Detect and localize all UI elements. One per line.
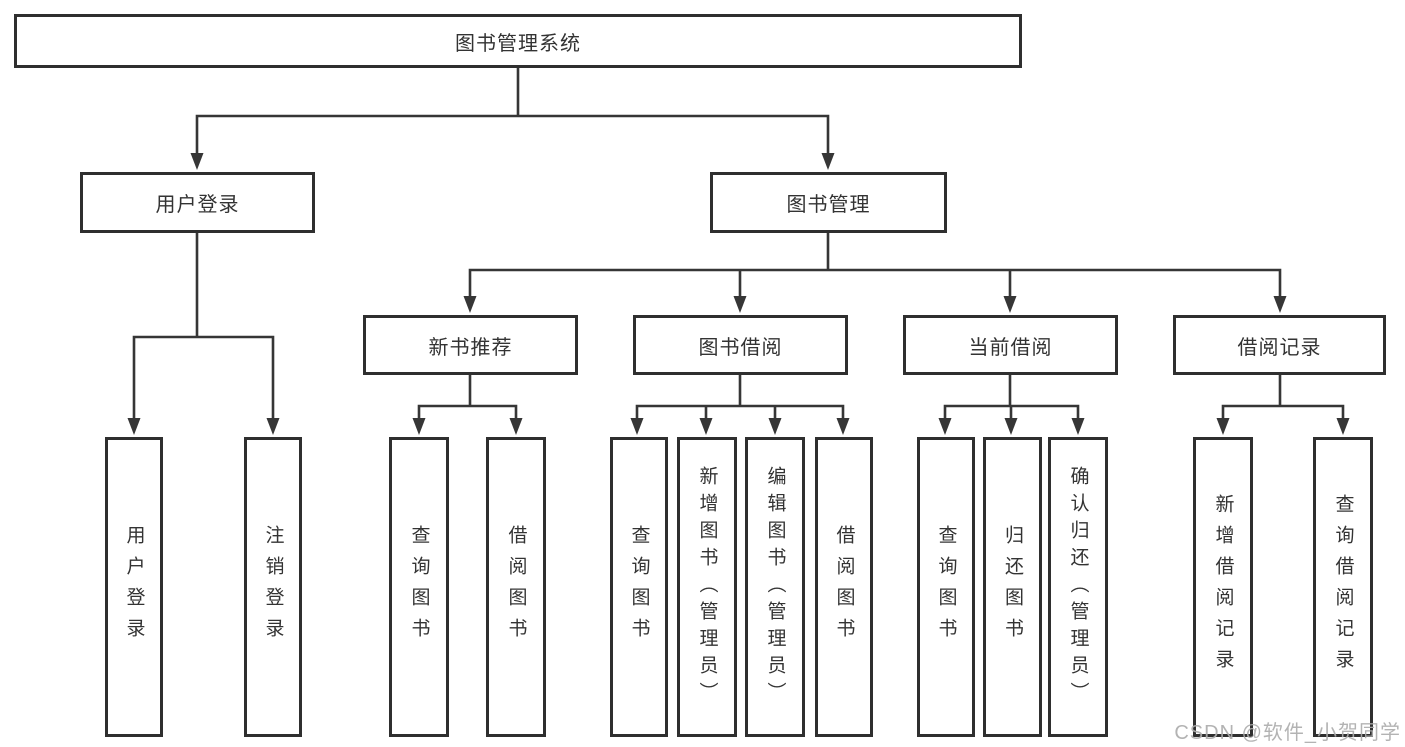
leaf-current-query-books: 查询图书 [917,437,975,737]
leaf-borrow-books-label: 借阅图书 [833,525,855,649]
leaf-logout-label: 注销登录 [262,525,284,649]
node-book-management: 图书管理 [710,172,947,233]
node-user-login-label: 用户登录 [155,194,240,216]
leaf-recommend-borrow-books-label: 借阅图书 [505,525,527,649]
node-book-management-label: 图书管理 [786,194,871,216]
node-book-borrow-label: 图书借阅 [698,336,783,359]
leaf-add-borrow-record: 新增借阅记录 [1193,437,1253,737]
leaf-add-books-admin: 新增图书（管理员） [677,437,737,737]
leaf-confirm-return-admin: 确认归还（管理员） [1048,437,1108,737]
node-new-book-recommend: 新书推荐 [363,315,578,375]
leaf-edit-books-admin: 编辑图书（管理员） [745,437,805,737]
leaf-return-books: 归还图书 [983,437,1042,737]
node-borrow-records-label: 借阅记录 [1237,336,1322,359]
leaf-borrow-query-books-label: 查询图书 [628,525,650,649]
leaf-recommend-query-books: 查询图书 [389,437,449,737]
leaf-current-query-books-label: 查询图书 [935,525,957,649]
node-borrow-records: 借阅记录 [1173,315,1386,375]
leaf-borrow-books: 借阅图书 [815,437,873,737]
csdn-watermark: CSDN @软件_小贺同学 [1174,722,1401,744]
leaf-add-borrow-record-label: 新增借阅记录 [1212,494,1234,680]
node-book-borrow: 图书借阅 [633,315,848,375]
leaf-recommend-query-books-label: 查询图书 [408,525,430,649]
node-root-label: 图书管理系统 [455,32,581,55]
leaf-query-borrow-record: 查询借阅记录 [1313,437,1373,737]
leaf-user-login: 用户登录 [105,437,163,737]
leaf-confirm-return-admin-label: 确认归还（管理员） [1067,465,1089,709]
node-root: 图书管理系统 [14,14,1022,68]
leaf-borrow-query-books: 查询图书 [610,437,668,737]
node-current-borrow-label: 当前借阅 [968,336,1053,359]
leaf-user-login-label: 用户登录 [123,525,145,649]
leaf-query-borrow-record-label: 查询借阅记录 [1332,494,1354,680]
leaf-add-books-admin-label: 新增图书（管理员） [696,465,718,709]
leaf-recommend-borrow-books: 借阅图书 [486,437,546,737]
node-new-book-recommend-label: 新书推荐 [428,336,513,359]
node-user-login: 用户登录 [80,172,315,233]
leaf-return-books-label: 归还图书 [1002,525,1023,649]
node-current-borrow: 当前借阅 [903,315,1118,375]
leaf-edit-books-admin-label: 编辑图书（管理员） [764,465,786,709]
leaf-logout: 注销登录 [244,437,302,737]
